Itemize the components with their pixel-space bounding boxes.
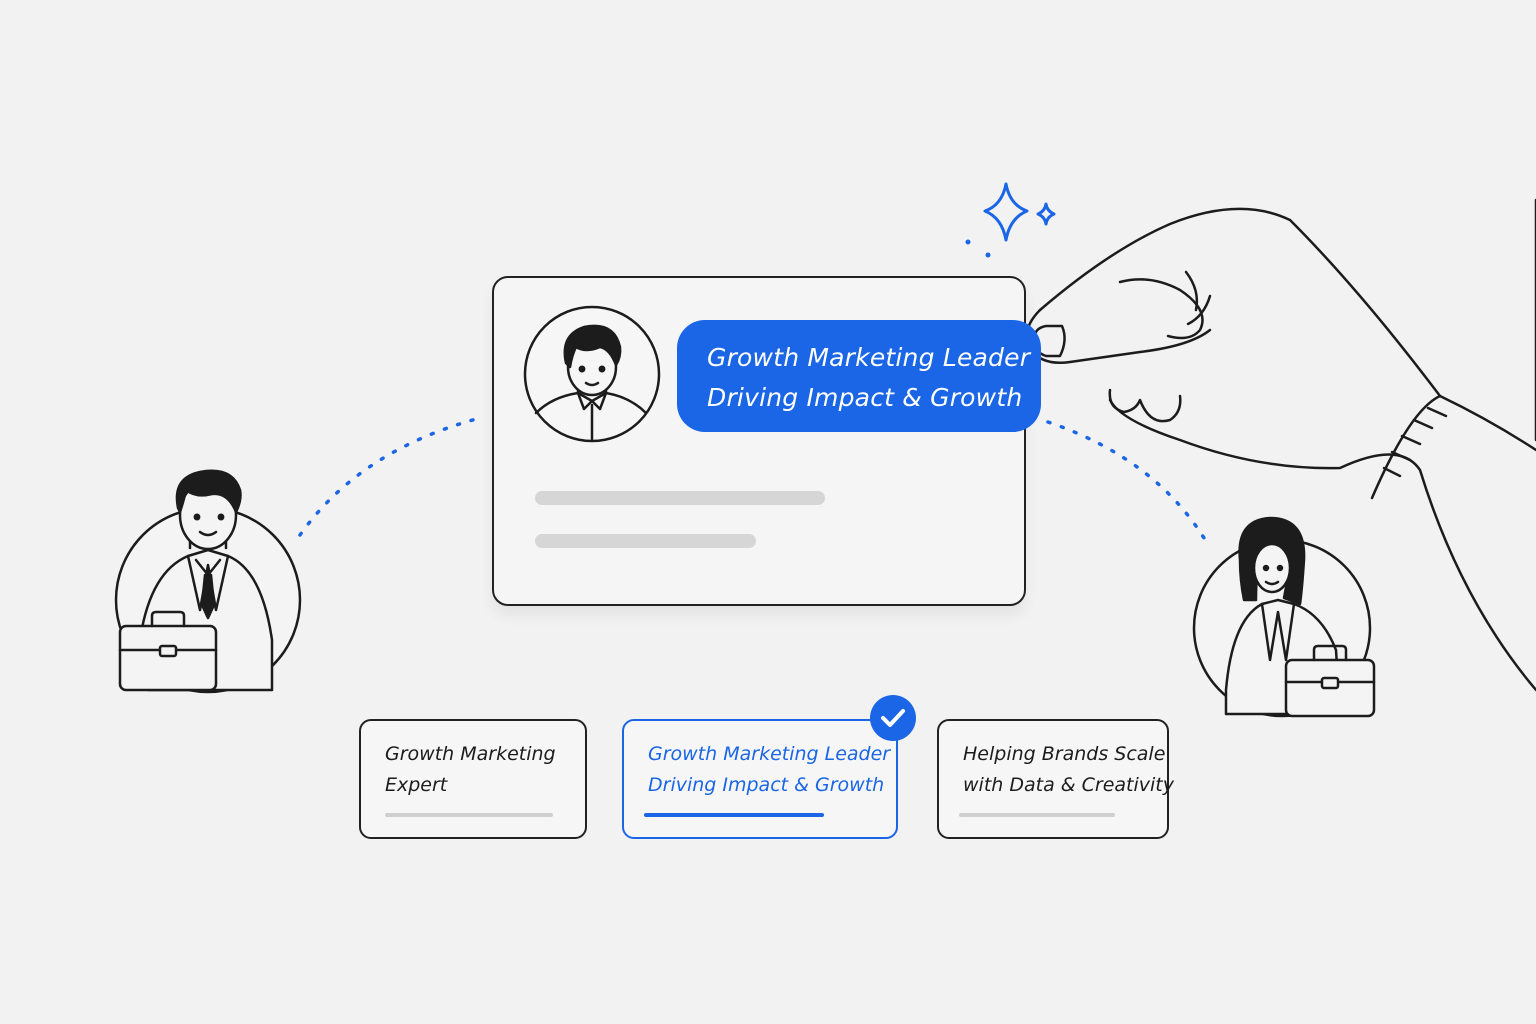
option-line-1: Helping Brands Scale <box>963 743 1166 765</box>
option-line-2: Expert <box>385 774 448 796</box>
option-line-2: with Data & Creativity <box>963 774 1174 796</box>
headline-option-2[interactable]: Growth Marketing Leader Driving Impact &… <box>622 719 898 839</box>
headline-option-1[interactable]: Growth Marketing Expert <box>359 719 587 839</box>
avatar <box>523 305 661 443</box>
option-line-1: Growth Marketing <box>385 743 556 765</box>
headline-line-2: Driving Impact & Growth <box>707 383 1023 412</box>
businesswoman-icon <box>1192 516 1376 718</box>
checkmark-icon <box>881 709 905 727</box>
option-line-1: Growth Marketing Leader <box>648 743 891 765</box>
headline-pill[interactable]: Growth Marketing Leader Driving Impact &… <box>677 320 1041 432</box>
option-underline <box>959 813 1115 817</box>
option-underline <box>644 813 824 817</box>
connector-right <box>1046 420 1212 550</box>
sparkle-dot <box>985 252 991 258</box>
skeleton-line <box>535 534 756 548</box>
option-underline <box>385 813 553 817</box>
selected-check-badge <box>870 695 916 741</box>
connector-left <box>298 416 482 537</box>
skeleton-line <box>535 491 825 505</box>
avatar-man-icon <box>523 305 661 443</box>
sparkle-dot <box>965 239 971 245</box>
option-line-2: Driving Impact & Growth <box>648 774 885 796</box>
businessman-icon <box>114 469 302 694</box>
sparkle-icon <box>983 182 1056 242</box>
headline-line-1: Growth Marketing Leader <box>707 343 1031 372</box>
headline-option-3[interactable]: Helping Brands Scale with Data & Creativ… <box>937 719 1174 839</box>
